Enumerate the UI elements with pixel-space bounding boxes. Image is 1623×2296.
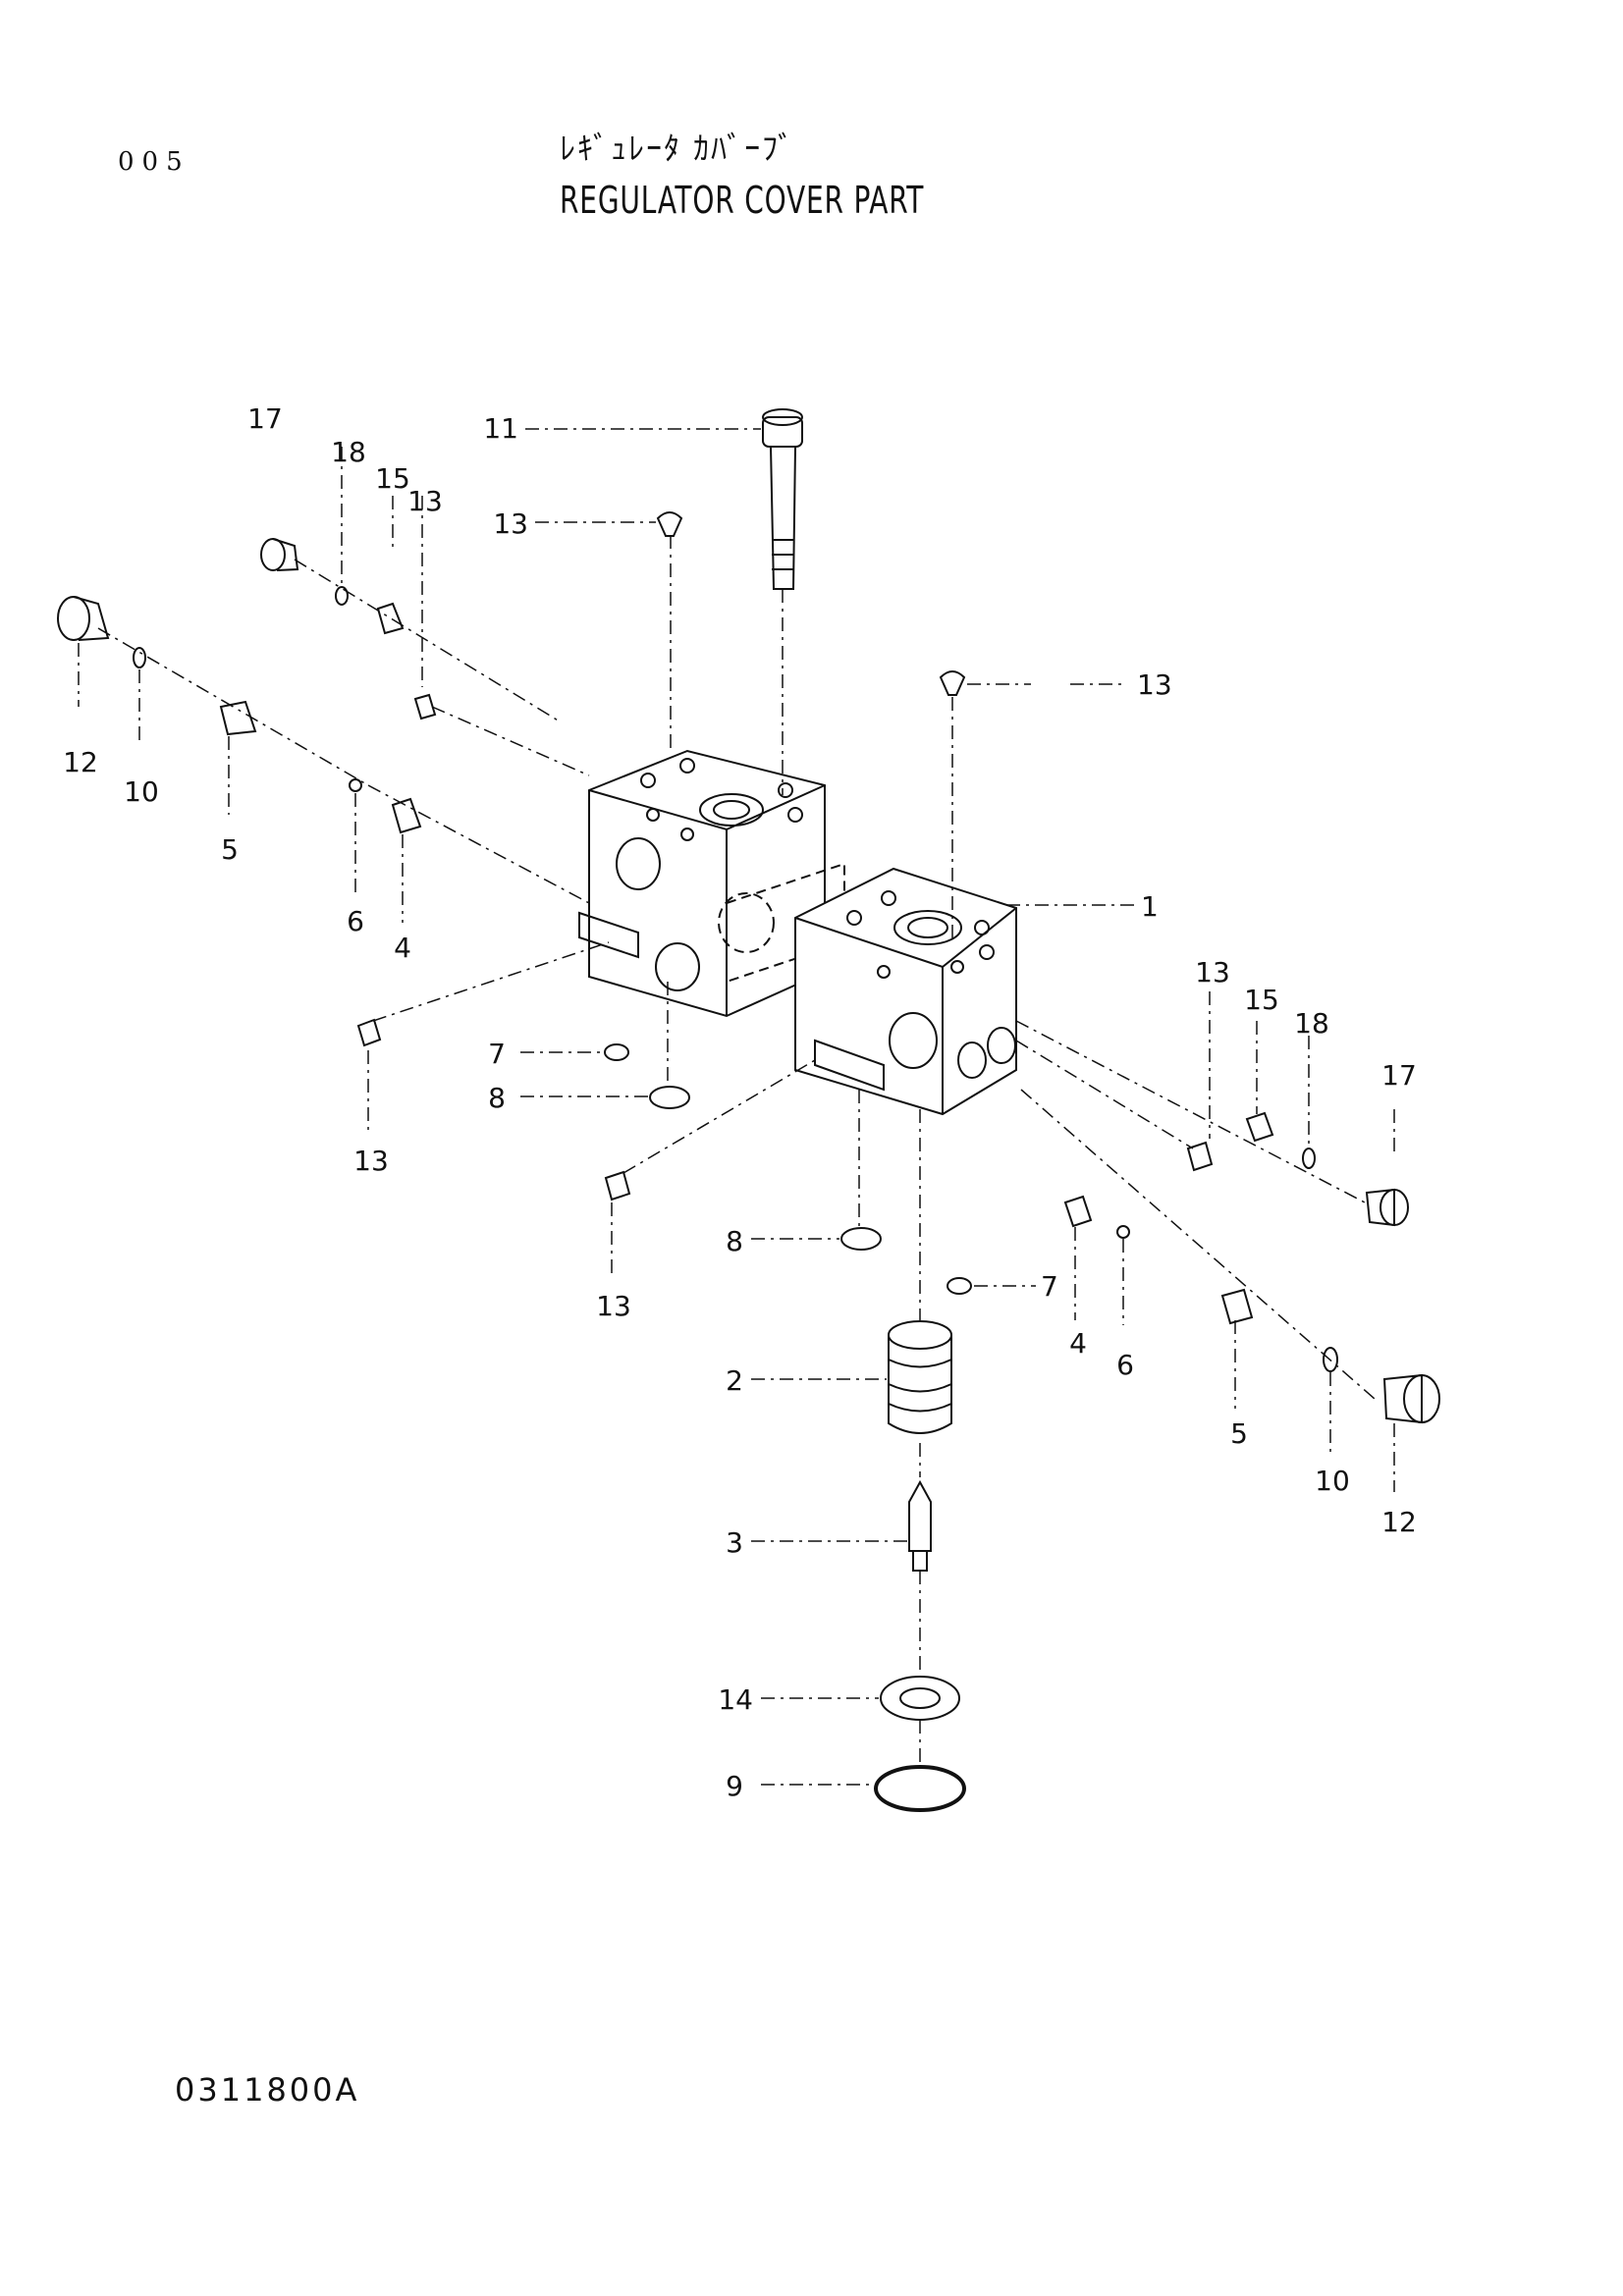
- callout-13e: 13: [596, 1290, 631, 1322]
- callout-12b: 12: [1381, 1506, 1417, 1538]
- callout-10b: 10: [1315, 1465, 1350, 1497]
- callout-labels: 17 18 15 13 11 13 12 10 5 6 4 13 1 7 8 1…: [63, 402, 1417, 1802]
- callout-8b: 8: [726, 1225, 743, 1257]
- callout-3: 3: [726, 1526, 743, 1559]
- page-number: 005: [118, 147, 190, 177]
- callout-2: 2: [726, 1364, 743, 1397]
- title-japanese: ﾚｷﾞｭﾚｰﾀ ｶﾊﾞｰﾌﾞ: [560, 130, 796, 167]
- top-bolts: [656, 408, 966, 696]
- bottom-stack: [874, 1320, 966, 1812]
- callout-6a: 6: [347, 905, 364, 937]
- drawing-code: 0311800A: [175, 2071, 360, 2109]
- right-valve-block: [794, 867, 1017, 1116]
- callout-12a: 12: [63, 746, 98, 778]
- callout-11: 11: [483, 412, 518, 445]
- callout-1: 1: [1141, 890, 1159, 923]
- callout-15a: 15: [375, 462, 410, 495]
- callout-13c: 13: [1137, 668, 1172, 701]
- callout-4a: 4: [394, 932, 411, 964]
- callout-8a: 8: [488, 1082, 506, 1114]
- callout-9: 9: [726, 1770, 743, 1802]
- callout-18a: 18: [331, 436, 366, 468]
- callout-15b: 15: [1244, 984, 1279, 1016]
- callout-10a: 10: [124, 775, 159, 808]
- callout-14: 14: [718, 1683, 753, 1716]
- callout-5b: 5: [1230, 1417, 1248, 1450]
- callout-13f: 13: [1195, 956, 1230, 988]
- callout-7a: 7: [488, 1038, 506, 1070]
- callout-18b: 18: [1294, 1007, 1329, 1040]
- callout-7b: 7: [1041, 1270, 1058, 1303]
- callout-13a: 13: [407, 485, 443, 517]
- left-valve-block: [578, 749, 826, 1018]
- callout-6b: 6: [1116, 1349, 1134, 1381]
- leader-lines: [78, 428, 1395, 1786]
- callout-17a: 17: [247, 402, 283, 435]
- callout-13b: 13: [493, 507, 528, 540]
- callout-5a: 5: [221, 833, 239, 866]
- title-english: REGULATOR COVER PART: [560, 179, 925, 222]
- upper-left-plug-group: [57, 538, 690, 1109]
- right-plug-group: [604, 1111, 1440, 1424]
- callout-13d: 13: [353, 1145, 389, 1177]
- callout-17b: 17: [1381, 1059, 1417, 1092]
- callout-4b: 4: [1069, 1327, 1087, 1360]
